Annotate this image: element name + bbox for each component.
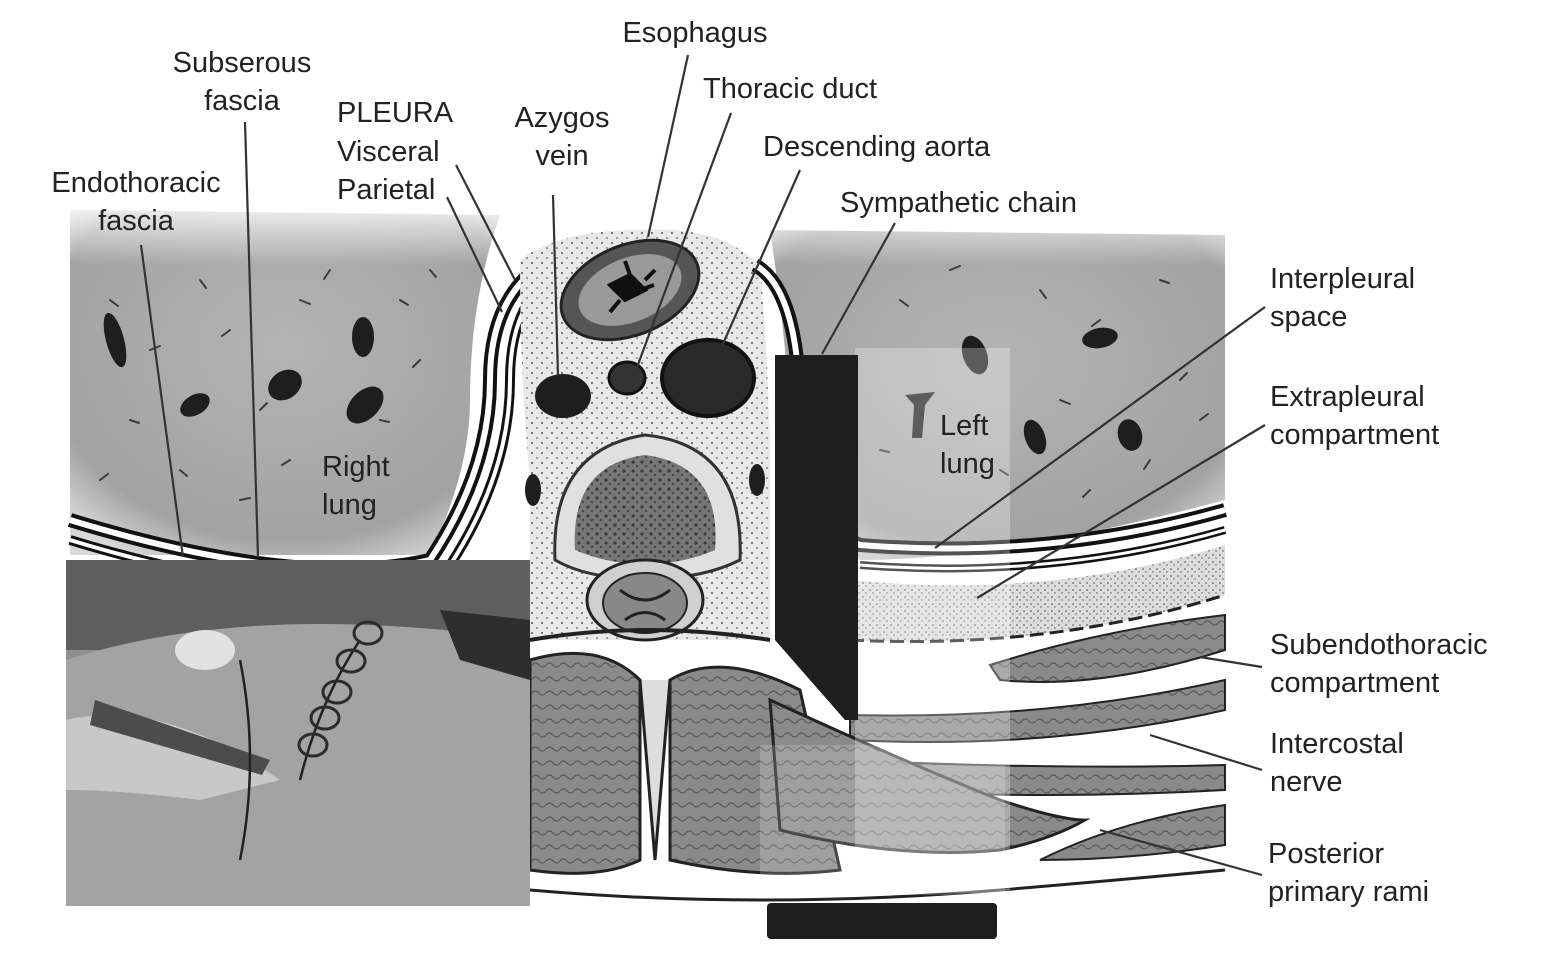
- label-posterior-primary-rami: Posterior primary rami: [1268, 838, 1430, 908]
- leader-lines: [139, 54, 1266, 877]
- posterior-muscle: [1039, 803, 1226, 861]
- label-thoracic-duct: Thoracic duct: [703, 73, 878, 105]
- lung-vessel-marks: [99, 265, 1209, 501]
- label-parietal: Parietal: [337, 174, 436, 206]
- left-lung-field: [770, 230, 1225, 560]
- label-subendothoracic-compartment: Subendothoracic compartment: [1270, 629, 1488, 699]
- label-interpleural-space: Interpleural space: [1270, 263, 1416, 333]
- label-visceral: Visceral: [337, 136, 440, 168]
- esophagus-shape: [559, 238, 701, 342]
- label-left-lung: Left lung: [940, 410, 995, 480]
- label-pleura: PLEURA: [337, 97, 454, 129]
- label-azygos-vein: Azygos vein: [514, 102, 610, 172]
- left-sympathetic-ganglion: [749, 464, 765, 496]
- inset-photo: [66, 560, 530, 906]
- label-intercostal-nerve: Intercostal nerve: [1270, 728, 1404, 798]
- rib-layer: [768, 697, 1091, 854]
- intercostal-muscle-1: [988, 613, 1226, 683]
- probe-base: [767, 903, 997, 939]
- descending-aorta-shape: [660, 338, 756, 418]
- intercostal-muscle-2: [849, 678, 1226, 743]
- label-endothoracic-fascia: Endothoracic fascia: [51, 167, 221, 237]
- label-subserous-fascia: Subserous fascia: [172, 47, 312, 117]
- paraspinal-muscle-right: [528, 651, 642, 875]
- lung-vessels: [103, 312, 1143, 455]
- label-descending-aorta: Descending aorta: [763, 131, 991, 163]
- extrapleural-layer: [850, 545, 1225, 642]
- label-extrapleural-compartment: Extrapleural compartment: [1270, 381, 1440, 451]
- label-right-lung: Right lung: [322, 451, 390, 521]
- ultrasound-probe-shadow: [775, 355, 858, 720]
- right-sympathetic-ganglion: [525, 474, 541, 506]
- ultrasound-overlay: [855, 348, 1010, 893]
- label-sympathetic-chain: Sympathetic chain: [840, 187, 1077, 219]
- azygos-vein-shape: [535, 374, 591, 418]
- thoracic-duct-shape: [607, 360, 647, 396]
- label-esophagus: Esophagus: [622, 17, 768, 49]
